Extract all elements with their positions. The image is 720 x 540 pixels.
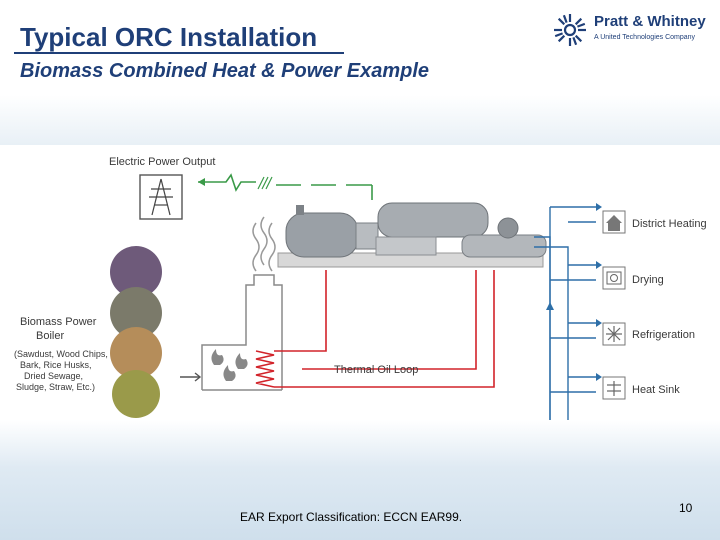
power-pylon-icon bbox=[139, 174, 183, 220]
fuel-line-1: (Sawdust, Wood Chips, bbox=[14, 349, 108, 359]
fuel-feed-arrow bbox=[180, 372, 202, 382]
logo-tagline: A United Technologies Company bbox=[594, 34, 696, 41]
boiler-building bbox=[201, 274, 283, 391]
slide-subtitle: Biomass Combined Heat & Power Example bbox=[20, 60, 430, 82]
slide-title: Typical ORC Installation bbox=[20, 22, 318, 52]
company-logo: Pratt & Whitney A United Technologies Co… bbox=[552, 12, 714, 48]
power-line bbox=[198, 173, 373, 200]
boiler-title-line2: Boiler bbox=[36, 330, 64, 342]
title-underline bbox=[14, 52, 344, 54]
footer-gradient bbox=[0, 420, 720, 540]
exhaust-plume bbox=[252, 216, 276, 272]
heat-exchanger-coil bbox=[255, 350, 275, 388]
electric-output-label: Electric Power Output bbox=[109, 156, 215, 168]
heat-use-refrigeration: Refrigeration bbox=[632, 329, 695, 341]
house-icon bbox=[602, 210, 626, 234]
fuel-line-2: Bark, Rice Husks, bbox=[20, 360, 92, 370]
header-gradient bbox=[0, 95, 720, 145]
biomass-samples bbox=[110, 246, 162, 418]
fuel-line-4: Sludge, Straw, Etc.) bbox=[16, 382, 95, 392]
heat-use-district-heating: District Heating bbox=[632, 218, 707, 230]
heat-use-drying: Drying bbox=[632, 274, 664, 286]
page-number: 10 bbox=[679, 501, 693, 515]
fuel-line-3: Dried Sewage, bbox=[24, 371, 83, 381]
export-classification: EAR Export Classification: ECCN EAR99. bbox=[240, 510, 463, 524]
flame-icon bbox=[211, 349, 248, 381]
heat-distribution-lines bbox=[534, 206, 596, 420]
orc-machine bbox=[277, 202, 547, 268]
thermal-oil-loop bbox=[274, 270, 495, 388]
dryer-icon bbox=[602, 266, 626, 290]
boiler-title-line1: Biomass Power bbox=[20, 316, 97, 328]
sunburst-logo-icon bbox=[554, 14, 586, 46]
snowflake-icon bbox=[602, 322, 626, 346]
orc-diagram: Electric Power Output Biomass Po bbox=[6, 145, 718, 420]
logo-name: Pratt & Whitney bbox=[594, 13, 706, 30]
heat-sink-icon bbox=[602, 376, 626, 400]
power-line-break bbox=[257, 176, 273, 190]
heat-use-heat-sink: Heat Sink bbox=[632, 384, 680, 396]
flow-arrows bbox=[546, 203, 602, 381]
loop-label: Thermal Oil Loop bbox=[334, 364, 418, 376]
